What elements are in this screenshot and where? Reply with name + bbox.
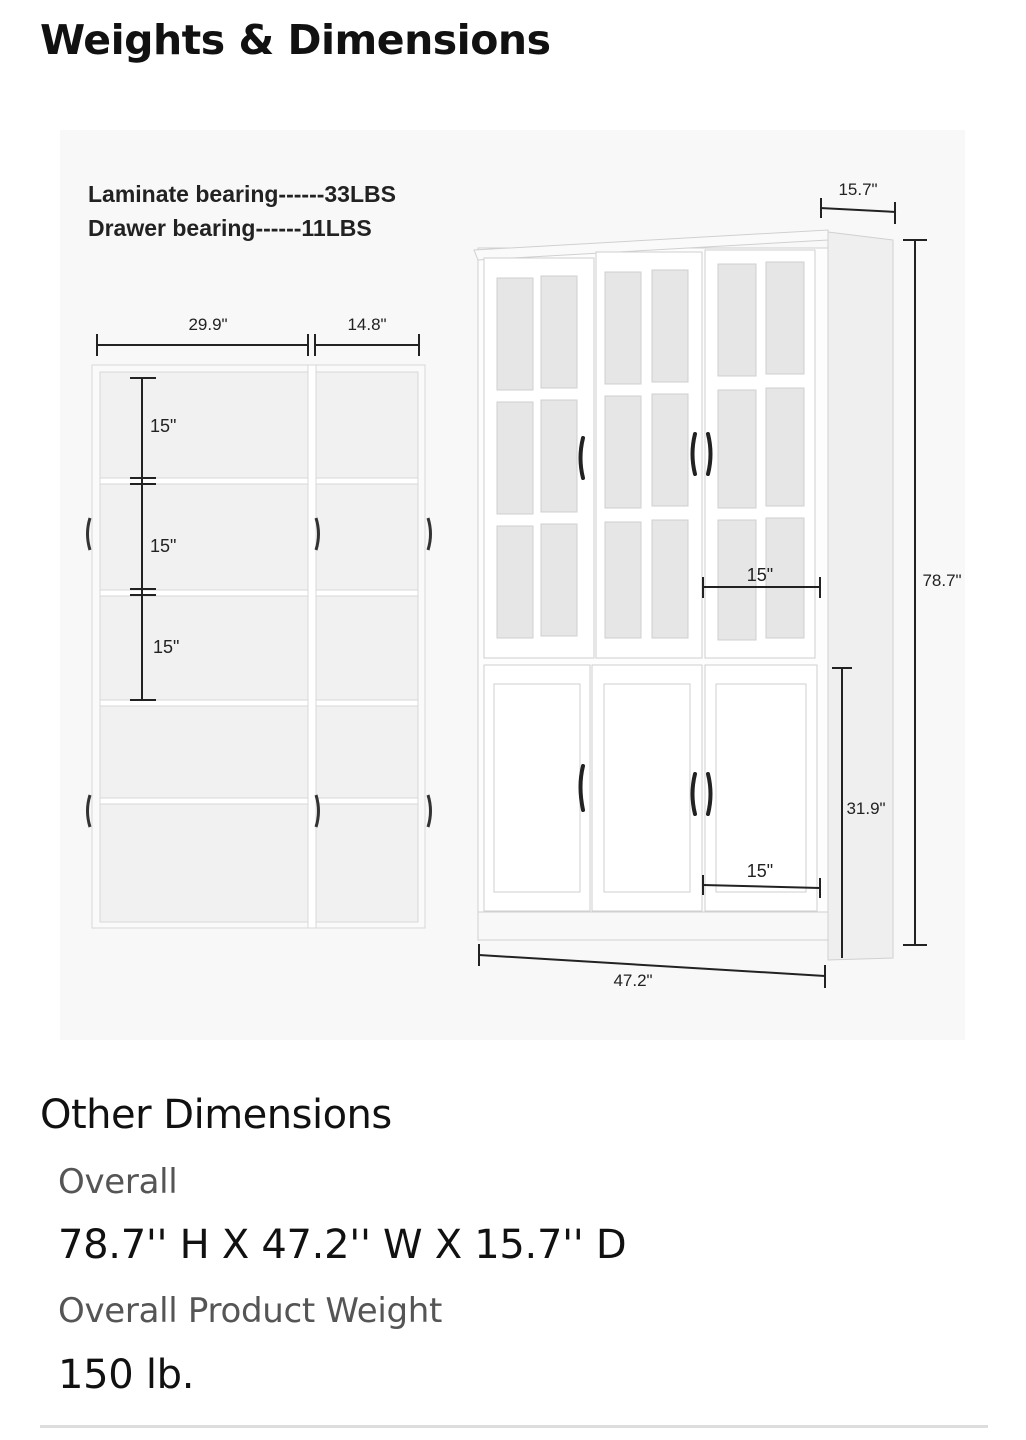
dimensions-diagram: Laminate bearing------33LBS Drawer beari… — [86, 180, 962, 990]
other-dimensions-heading: Other Dimensions — [40, 1092, 392, 1138]
left-dimension-lines — [96, 334, 420, 701]
weight-label: Overall Product Weight — [58, 1291, 443, 1331]
laminate-bearing-text: Laminate bearing------33LBS — [88, 181, 396, 207]
glass-doors — [483, 249, 816, 659]
open-cabinet — [91, 364, 426, 929]
overall-label: Overall — [58, 1162, 178, 1202]
divider — [40, 1425, 988, 1428]
drawer-bearing-text: Drawer bearing------11LBS — [88, 215, 372, 241]
shelf-2-label: 15" — [150, 536, 176, 556]
lower-doors — [483, 664, 818, 912]
overall-value: 78.7'' H X 47.2'' W X 15.7'' D — [58, 1222, 627, 1268]
right-dimension-lines — [478, 198, 927, 988]
depth-label: 15.7" — [838, 180, 877, 199]
width-right-label: 14.8" — [347, 315, 386, 334]
weight-value: 150 lb. — [58, 1352, 195, 1398]
width-left-label: 29.9" — [188, 315, 227, 334]
lower-height-label: 31.9" — [846, 799, 885, 818]
height-label: 78.7" — [922, 571, 961, 590]
page-title: Weights & Dimensions — [40, 16, 551, 64]
lower-door-width-label: 15" — [747, 861, 773, 881]
door-handle-icons — [578, 432, 713, 816]
shelf-3-label: 15" — [153, 637, 179, 657]
handle-icons — [86, 517, 432, 828]
total-width-label: 47.2" — [613, 971, 652, 990]
upper-door-width-label: 15" — [747, 565, 773, 585]
shelf-1-label: 15" — [150, 416, 176, 436]
